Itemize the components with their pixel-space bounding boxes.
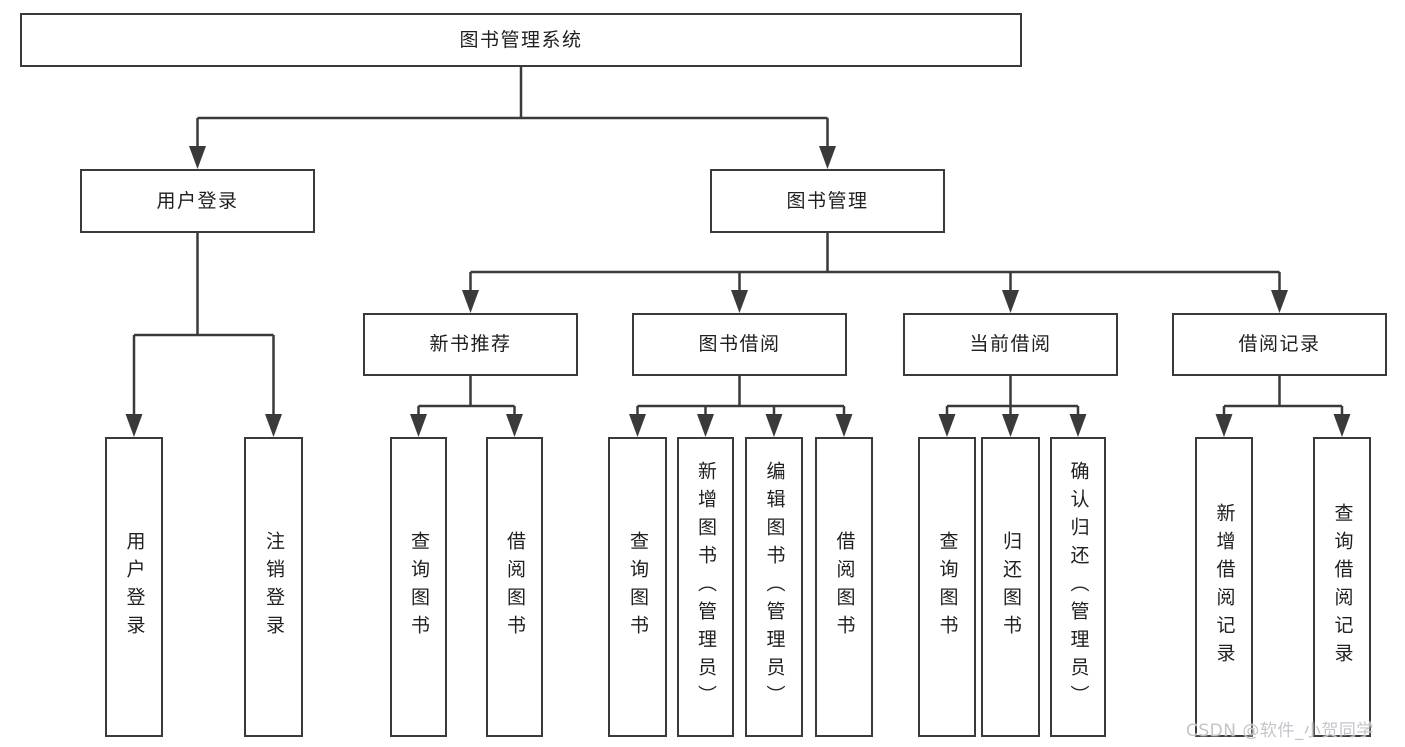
node-current-borrow: 当前借阅 xyxy=(903,313,1118,376)
node-leaf-borrow-query-book: 查询图书 xyxy=(608,437,667,737)
arrow-down-icon xyxy=(410,414,427,437)
node-leaf-current-query-book: 查询图书 xyxy=(918,437,976,737)
arrow-down-icon xyxy=(938,414,956,437)
node-book-management: 图书管理 xyxy=(710,169,945,233)
node-user-login: 用户登录 xyxy=(80,169,315,233)
node-leaf-borrow-borrow-book: 借阅图书 xyxy=(815,437,873,737)
arrow-down-icon xyxy=(697,414,714,437)
arrow-down-icon xyxy=(731,290,748,313)
node-leaf-recommend-query-book: 查询图书 xyxy=(390,437,447,737)
arrow-down-icon xyxy=(1333,414,1351,437)
node-leaf-current-return-book: 归还图书 xyxy=(981,437,1040,737)
node-leaf-logout: 注销登录 xyxy=(244,437,303,737)
arrow-down-icon xyxy=(1002,290,1019,313)
arrow-down-icon xyxy=(189,146,206,169)
csdn-watermark: CSDN @软件_小贺同学 xyxy=(1186,721,1374,741)
node-leaf-borrow-add-book-admin: 新增图书（管理员） xyxy=(677,437,734,737)
arrow-down-icon xyxy=(462,290,479,313)
arrow-down-icon xyxy=(506,414,523,437)
arrow-down-icon xyxy=(835,414,853,437)
node-leaf-current-confirm-return-admin: 确认归还（管理员） xyxy=(1050,437,1106,737)
arrow-down-icon xyxy=(265,414,282,437)
node-leaf-record-add-borrow-record: 新增借阅记录 xyxy=(1195,437,1253,737)
node-book-borrow: 图书借阅 xyxy=(632,313,847,376)
arrow-down-icon xyxy=(819,146,836,169)
node-leaf-recommend-borrow-book: 借阅图书 xyxy=(486,437,543,737)
node-leaf-user-login: 用户登录 xyxy=(105,437,163,737)
node-leaf-borrow-edit-book-admin: 编辑图书（管理员） xyxy=(745,437,803,737)
arrow-down-icon xyxy=(1271,290,1288,313)
arrow-down-icon xyxy=(1069,414,1087,437)
arrow-down-icon xyxy=(765,414,783,437)
tree-edges xyxy=(132,67,1344,415)
node-new-book-recommend: 新书推荐 xyxy=(363,313,578,376)
node-leaf-record-query-borrow-record: 查询借阅记录 xyxy=(1313,437,1371,737)
arrow-down-icon xyxy=(1215,414,1233,437)
arrow-down-icon xyxy=(629,414,646,437)
node-borrow-record: 借阅记录 xyxy=(1172,313,1387,376)
arrow-down-icon xyxy=(125,414,143,437)
arrow-down-icons xyxy=(125,146,1351,437)
node-library-management-system: 图书管理系统 xyxy=(20,13,1022,67)
arrow-down-icon xyxy=(1002,414,1019,437)
